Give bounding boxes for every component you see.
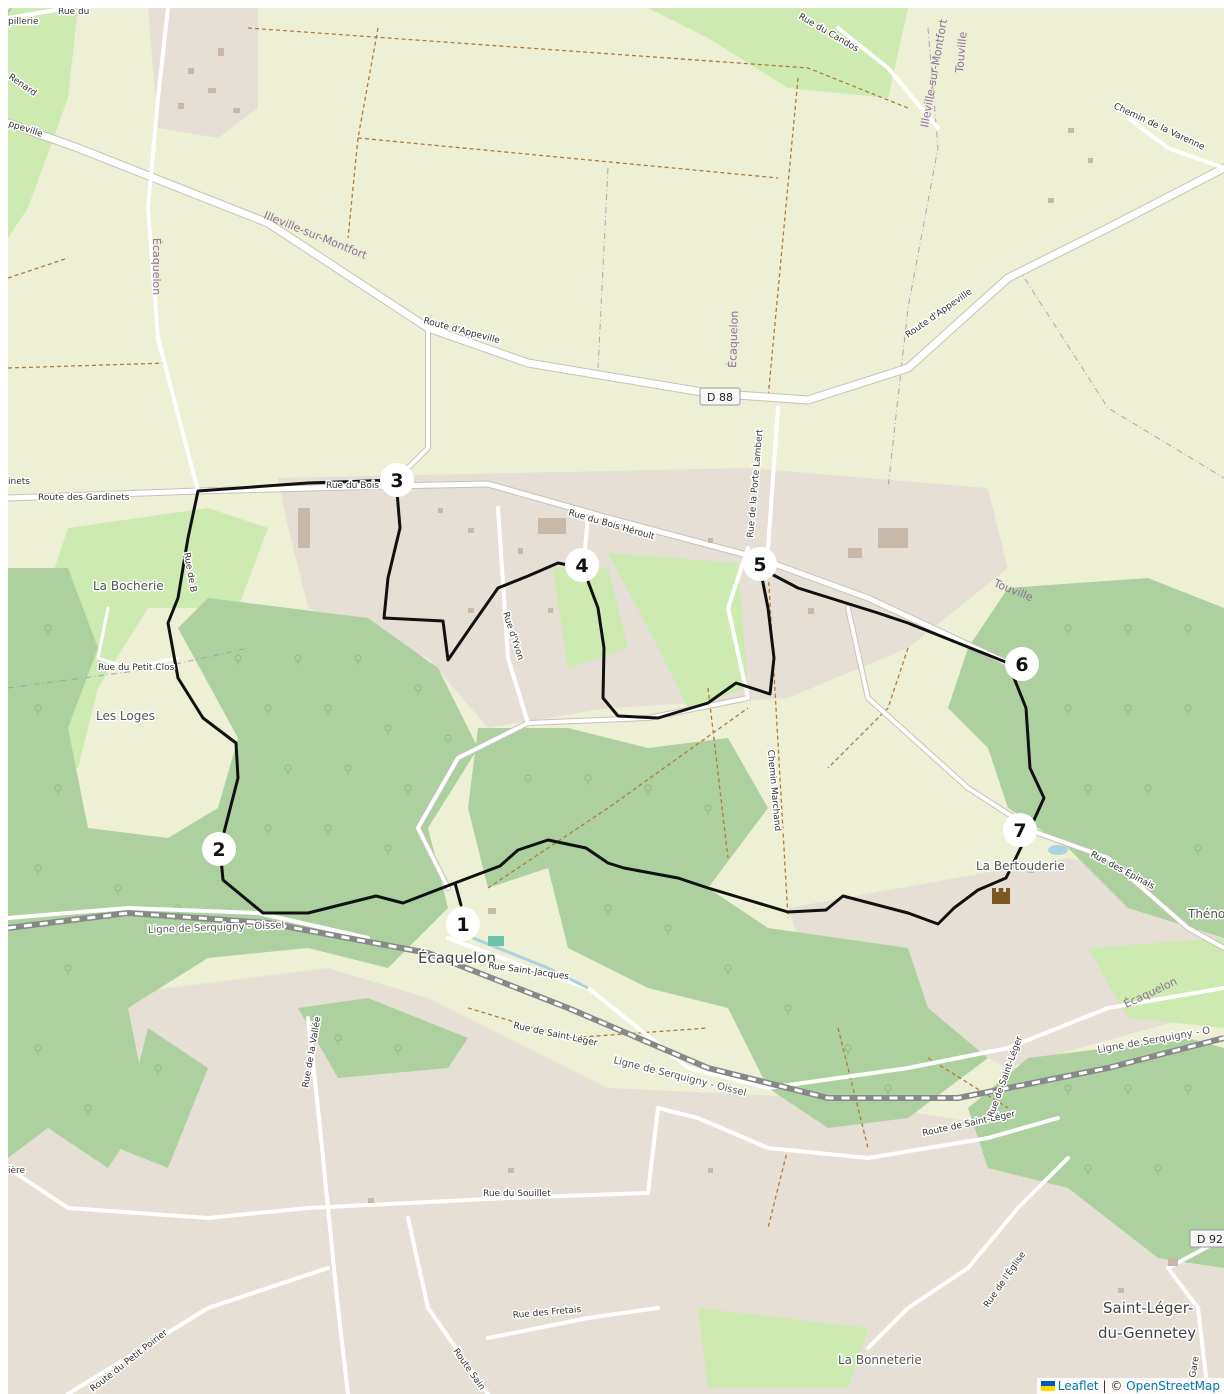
route-marker-1[interactable]: 1 xyxy=(446,907,480,941)
attribution-separator: | xyxy=(1102,1379,1107,1393)
label-iere: ière xyxy=(8,1165,26,1176)
route-markers: 1 2 3 4 5 6 7 xyxy=(202,463,1039,941)
route-marker-4[interactable]: 4 xyxy=(565,548,599,582)
admin-boundaries xyxy=(8,27,1224,689)
route-marker-label: 1 xyxy=(456,914,469,936)
route-marker-3[interactable]: 3 xyxy=(380,463,414,497)
label-rue-du-top: Rue du xyxy=(58,8,89,17)
marker-pin-icon xyxy=(202,832,236,866)
route-marker-label: 4 xyxy=(575,555,588,577)
water-features xyxy=(447,845,1068,990)
ukraine-flag-icon xyxy=(1040,1381,1055,1391)
label-ecaquelon-village: Écaquelon xyxy=(418,948,496,967)
label-pillerie: pillerie xyxy=(8,17,39,27)
map-svg: Rue du pillerie Renard ppeville Rue du C… xyxy=(8,8,1224,1394)
map-canvas[interactable]: Rue du pillerie Renard ppeville Rue du C… xyxy=(8,8,1224,1394)
label-la-bonneterie: La Bonneterie xyxy=(838,1353,922,1367)
label-saint-leger-1: Saint-Léger- xyxy=(1103,1299,1193,1317)
label-inets: inets xyxy=(8,477,30,487)
attribution-copyright: © xyxy=(1110,1379,1123,1393)
label-la-bertouderie: La Bertouderie xyxy=(976,859,1065,873)
route-marker-5[interactable]: 5 xyxy=(743,547,777,581)
label-route-gardinets: Route des Gardinets xyxy=(38,493,130,503)
leaflet-link[interactable]: Leaflet xyxy=(1057,1379,1099,1393)
label-la-bocherie: La Bocherie xyxy=(93,579,164,593)
meadow-areas xyxy=(8,8,1224,1388)
castle-icon xyxy=(992,888,1010,904)
label-rue-petit-clos: Rue du Petit Clos xyxy=(98,663,175,673)
label-saint-leger-2: du-Gennetey xyxy=(1098,1324,1196,1342)
marker-pin-icon xyxy=(380,463,414,497)
residential-areas xyxy=(8,8,1224,1394)
road-shield-d92: D 92 xyxy=(1189,1229,1224,1248)
openstreetmap-link[interactable]: OpenStreetMap xyxy=(1126,1379,1220,1393)
label-touville-1: Touville xyxy=(953,31,970,74)
marker-pin-icon xyxy=(1003,813,1037,847)
route-marker-2[interactable]: 2 xyxy=(202,832,236,866)
railway xyxy=(8,909,1224,1101)
route-marker-label: 6 xyxy=(1015,654,1028,676)
route-marker-label: 7 xyxy=(1013,820,1026,842)
route-marker-7[interactable]: 7 xyxy=(1003,813,1037,847)
route-marker-label: 3 xyxy=(390,470,403,492)
hiking-route xyxy=(166,478,1046,926)
label-rue-souillet: Rue du Souillet xyxy=(483,1189,551,1199)
buildings xyxy=(178,48,1178,1293)
road-shield-d88: D 88 xyxy=(699,387,741,406)
route-marker-6[interactable]: 6 xyxy=(1005,647,1039,681)
label-rue-bois-1: Rue du Bois H xyxy=(326,481,389,491)
label-les-loges: Les Loges xyxy=(96,709,155,723)
label-ecaquelon-commune-2: Écaquelon xyxy=(726,310,741,368)
route-marker-label: 5 xyxy=(753,554,766,576)
marker-pin-icon xyxy=(565,548,599,582)
marker-pin-icon xyxy=(1005,647,1039,681)
marker-pin-icon xyxy=(743,547,777,581)
label-theno: Théno xyxy=(1187,907,1224,921)
marker-pin-icon xyxy=(446,907,480,941)
map-attribution: Leaflet | © OpenStreetMap xyxy=(1036,1378,1224,1394)
svg-text:D 88: D 88 xyxy=(707,391,733,404)
route-marker-label: 2 xyxy=(212,839,225,861)
svg-text:D 92: D 92 xyxy=(1197,1233,1223,1246)
label-ecaquelon-commune-1: Écaquelon xyxy=(150,238,163,295)
